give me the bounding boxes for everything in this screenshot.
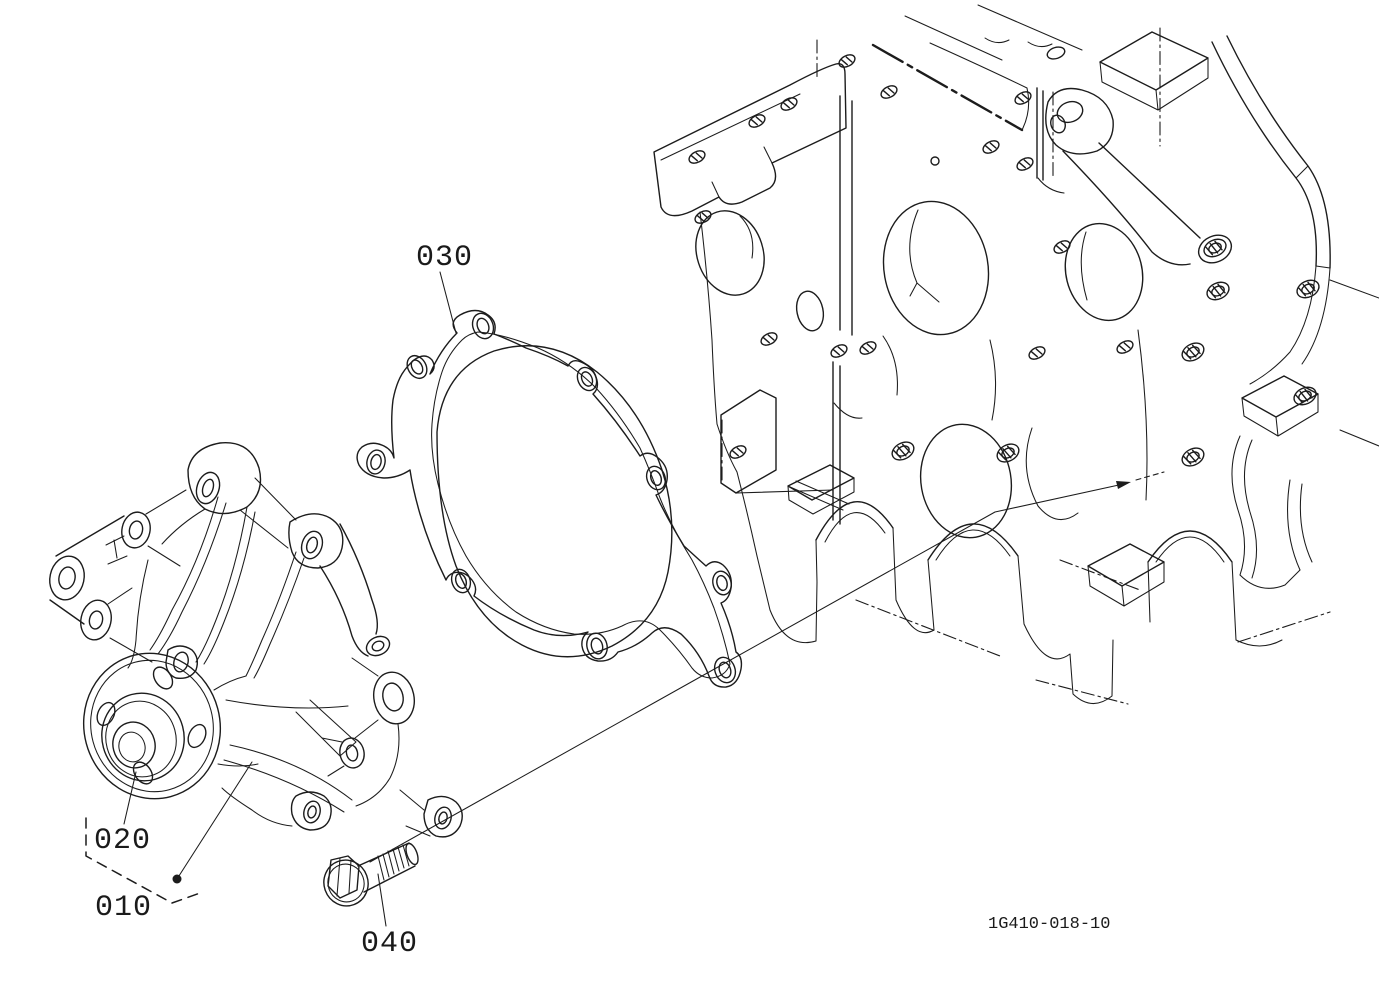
assembly-group-bracket — [85, 817, 204, 904]
callout-040: 040 — [361, 927, 419, 961]
gasket-illustration — [356, 309, 743, 688]
callout-leader-lines — [85, 271, 457, 927]
assembly-center-line — [369, 471, 1165, 863]
leader-040 — [377, 873, 387, 927]
callout-020: 020 — [94, 824, 152, 858]
water-pump-illustration — [49, 442, 463, 838]
callout-010: 010 — [95, 891, 153, 925]
flange-bolt-slots — [96, 666, 207, 785]
leader-010 — [176, 761, 253, 880]
drawing-number: 1G410-018-10 — [988, 915, 1111, 934]
leader-020 — [123, 771, 137, 825]
flange-bolt-illustration — [323, 842, 419, 907]
gasket-bolt-holes — [366, 312, 737, 684]
callout-030: 030 — [416, 241, 474, 275]
engine-block-illustration — [653, 4, 1379, 705]
leader-030 — [439, 271, 457, 334]
leader-010-dot — [172, 874, 182, 884]
